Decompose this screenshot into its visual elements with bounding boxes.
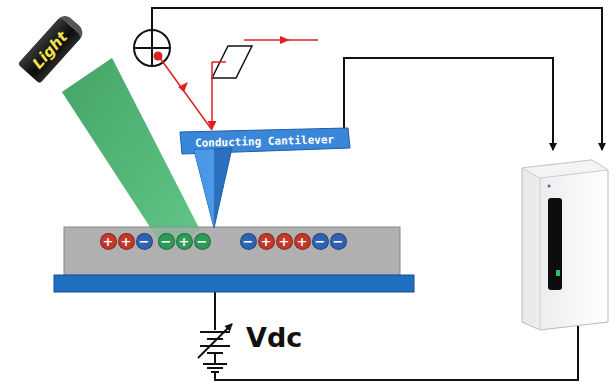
charge-circle: − bbox=[136, 233, 153, 250]
instrument bbox=[522, 160, 608, 330]
charge-sign: + bbox=[261, 235, 272, 248]
mirror bbox=[212, 46, 252, 78]
charge-circle: − bbox=[312, 233, 329, 250]
laser-reflected bbox=[160, 58, 212, 130]
charge-sign: − bbox=[161, 235, 172, 248]
charge-sign: − bbox=[243, 235, 254, 248]
charge-sign: + bbox=[279, 235, 290, 248]
charge-sign: − bbox=[139, 235, 150, 248]
voltage-label: Vdc bbox=[246, 322, 302, 353]
light-beam bbox=[62, 58, 200, 250]
charge-sign: − bbox=[197, 235, 208, 248]
substrate bbox=[54, 275, 414, 292]
charge-circle: + bbox=[100, 233, 117, 250]
charge-sign: + bbox=[297, 235, 308, 248]
cantilever-label: Conducting Cantilever bbox=[195, 133, 334, 150]
charge-circle: − bbox=[240, 233, 257, 250]
light-label: Light bbox=[29, 28, 71, 72]
charge-circle: + bbox=[294, 233, 311, 250]
photodetector bbox=[134, 30, 170, 66]
charge-sign: − bbox=[333, 235, 344, 248]
charge-circle: + bbox=[276, 233, 293, 250]
charge-circle: + bbox=[176, 233, 193, 250]
sample-layer bbox=[64, 227, 400, 275]
laser-down bbox=[211, 62, 213, 128]
return-wire bbox=[215, 322, 578, 380]
cantilever-tip bbox=[194, 148, 232, 228]
charge-circle: − bbox=[194, 233, 211, 250]
cantilever-wire bbox=[344, 58, 553, 150]
charge-circle: + bbox=[258, 233, 275, 250]
charge-sign: + bbox=[121, 235, 132, 248]
charge-circle: − bbox=[330, 233, 347, 250]
flashlight: Light bbox=[17, 12, 86, 84]
charge-circle: + bbox=[118, 233, 135, 250]
signal-wire bbox=[152, 8, 602, 150]
laser-dot bbox=[154, 52, 163, 61]
charge-sign: + bbox=[179, 235, 190, 248]
variable-battery bbox=[198, 324, 232, 372]
charge-circle: − bbox=[158, 233, 175, 250]
substrate-wire bbox=[214, 292, 216, 330]
charge-sign: − bbox=[315, 235, 326, 248]
charge-sign: + bbox=[103, 235, 114, 248]
